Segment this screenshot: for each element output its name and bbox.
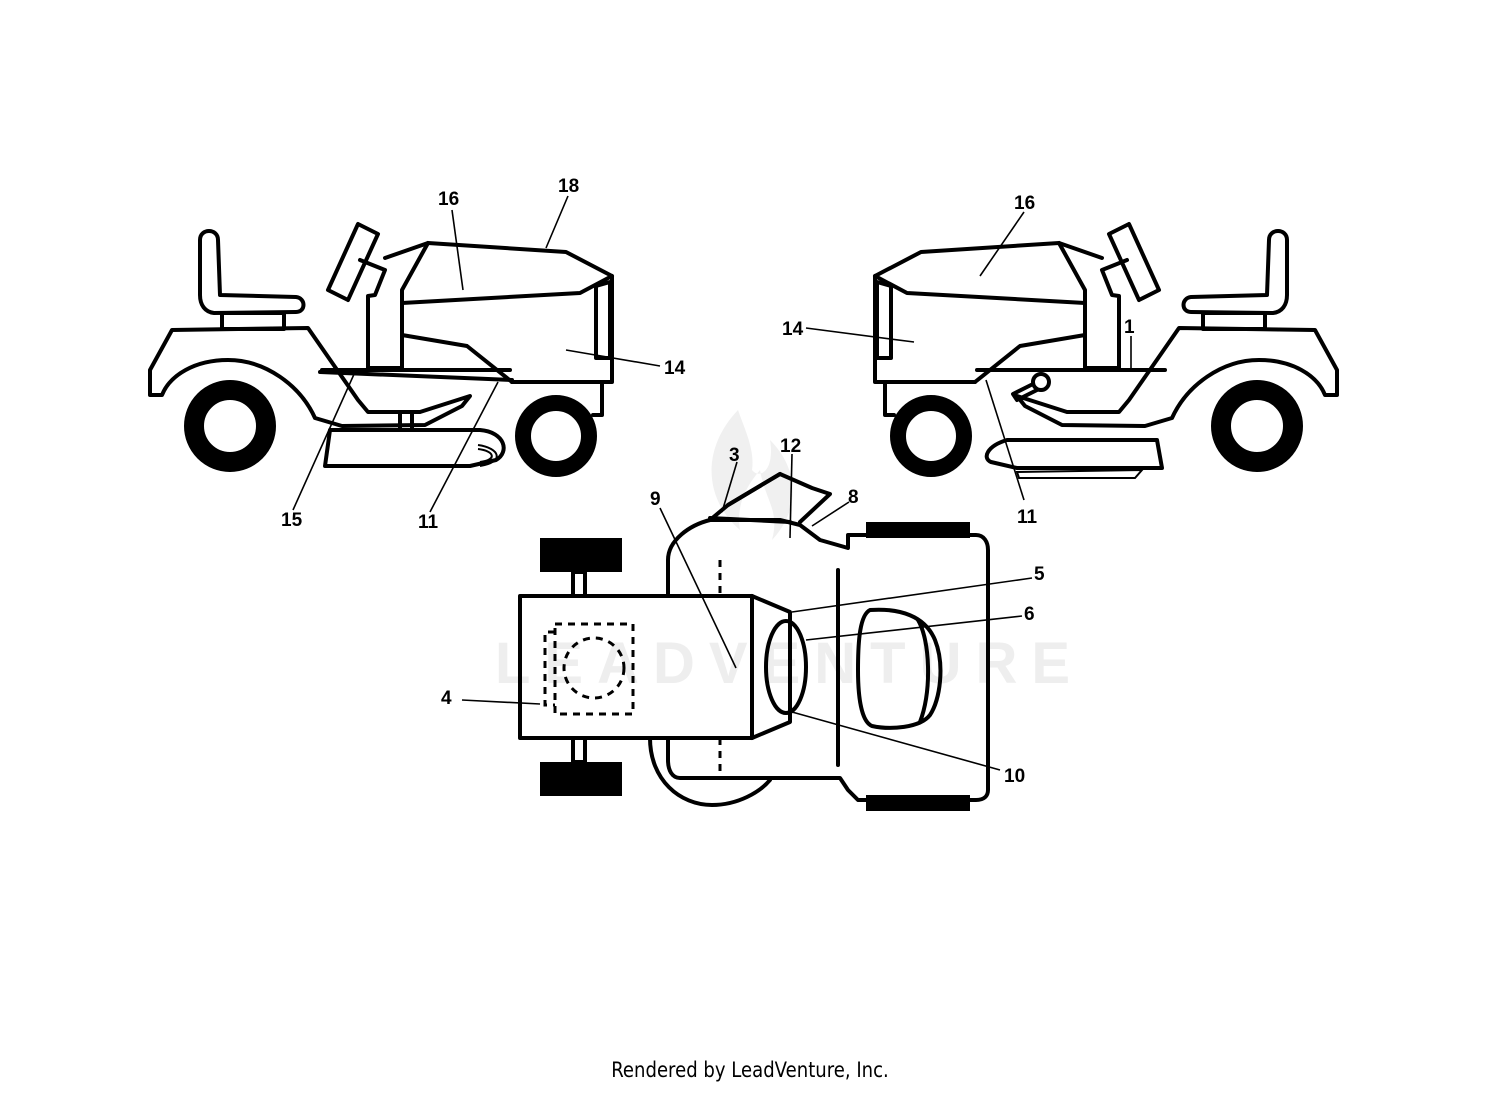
callout-top-4: 4	[441, 688, 452, 709]
callout-top-12: 12	[780, 436, 801, 457]
top-view-tractor	[518, 472, 990, 811]
leader-top-6	[805, 615, 1023, 641]
leader-left-16	[451, 209, 464, 291]
leader-top-10	[791, 711, 1001, 771]
callout-top-10: 10	[1004, 766, 1025, 787]
callout-right-1: 1	[1124, 317, 1135, 338]
callout-top-6: 6	[1024, 604, 1035, 625]
callout-left-11: 11	[418, 512, 439, 533]
leader-top-3	[721, 461, 738, 513]
leader-left-11	[429, 381, 499, 513]
callout-left-15: 15	[281, 510, 303, 531]
leader-top-12	[789, 453, 793, 539]
callout-right-11: 11	[1017, 507, 1038, 528]
leader-left-14	[565, 349, 661, 367]
left-side-view-tractor	[148, 222, 614, 477]
callout-right-14: 14	[782, 319, 804, 340]
callout-top-8: 8	[848, 487, 859, 508]
callout-top-3: 3	[729, 445, 740, 466]
leader-left-18	[545, 195, 569, 249]
callout-top-5: 5	[1034, 564, 1045, 585]
footer-credit: Rendered by LeadVenture, Inc.	[611, 1058, 889, 1082]
leader-top-4	[461, 699, 541, 705]
leader-top-9	[659, 507, 737, 669]
callout-top-9: 9	[650, 489, 661, 510]
leader-right-14	[805, 327, 915, 343]
leader-right-16	[979, 211, 1025, 277]
right-side-view-tractor	[873, 222, 1339, 479]
watermark: LEADVENTURE	[495, 410, 1084, 696]
callout-left-14: 14	[664, 358, 686, 379]
leader-top-8	[811, 501, 850, 527]
callout-right-16: 16	[1014, 193, 1035, 214]
callout-left-18: 18	[558, 176, 579, 197]
callout-left-16: 16	[438, 189, 459, 210]
leader-left-15	[292, 371, 356, 511]
leader-top-5	[791, 577, 1033, 613]
watermark-text: LEADVENTURE	[495, 631, 1084, 696]
leader-right-11	[985, 379, 1025, 501]
